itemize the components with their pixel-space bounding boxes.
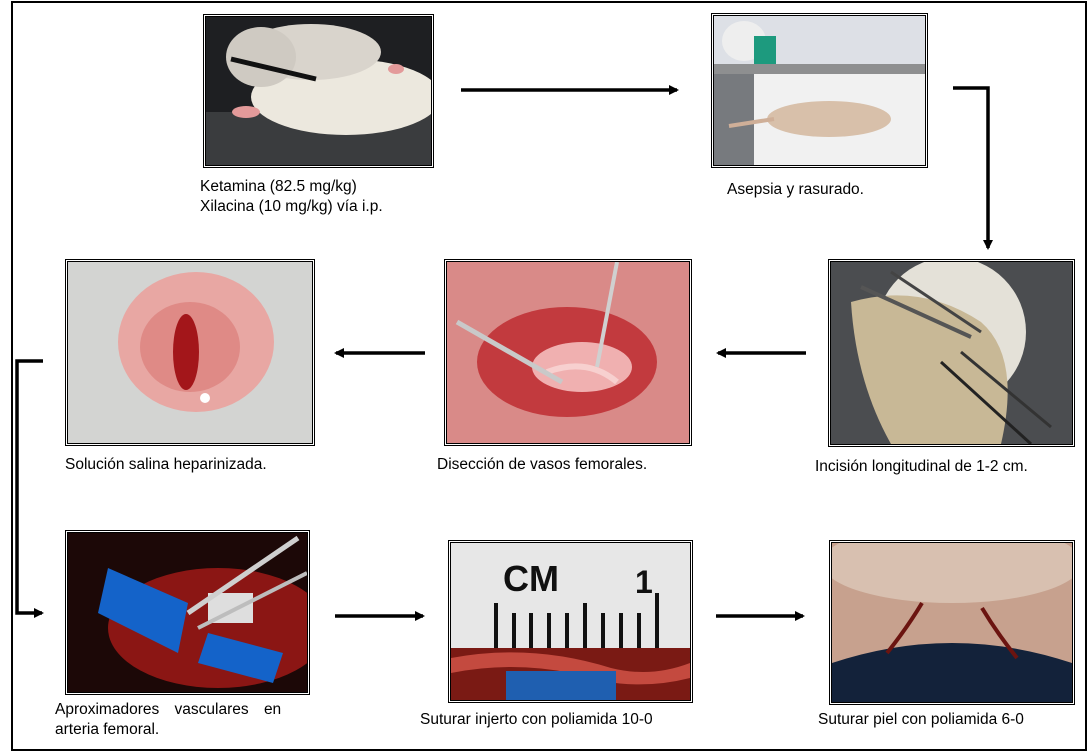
arrow-step5-to-step6 [17, 361, 43, 613]
arrow-step2-to-step3 [953, 88, 988, 248]
